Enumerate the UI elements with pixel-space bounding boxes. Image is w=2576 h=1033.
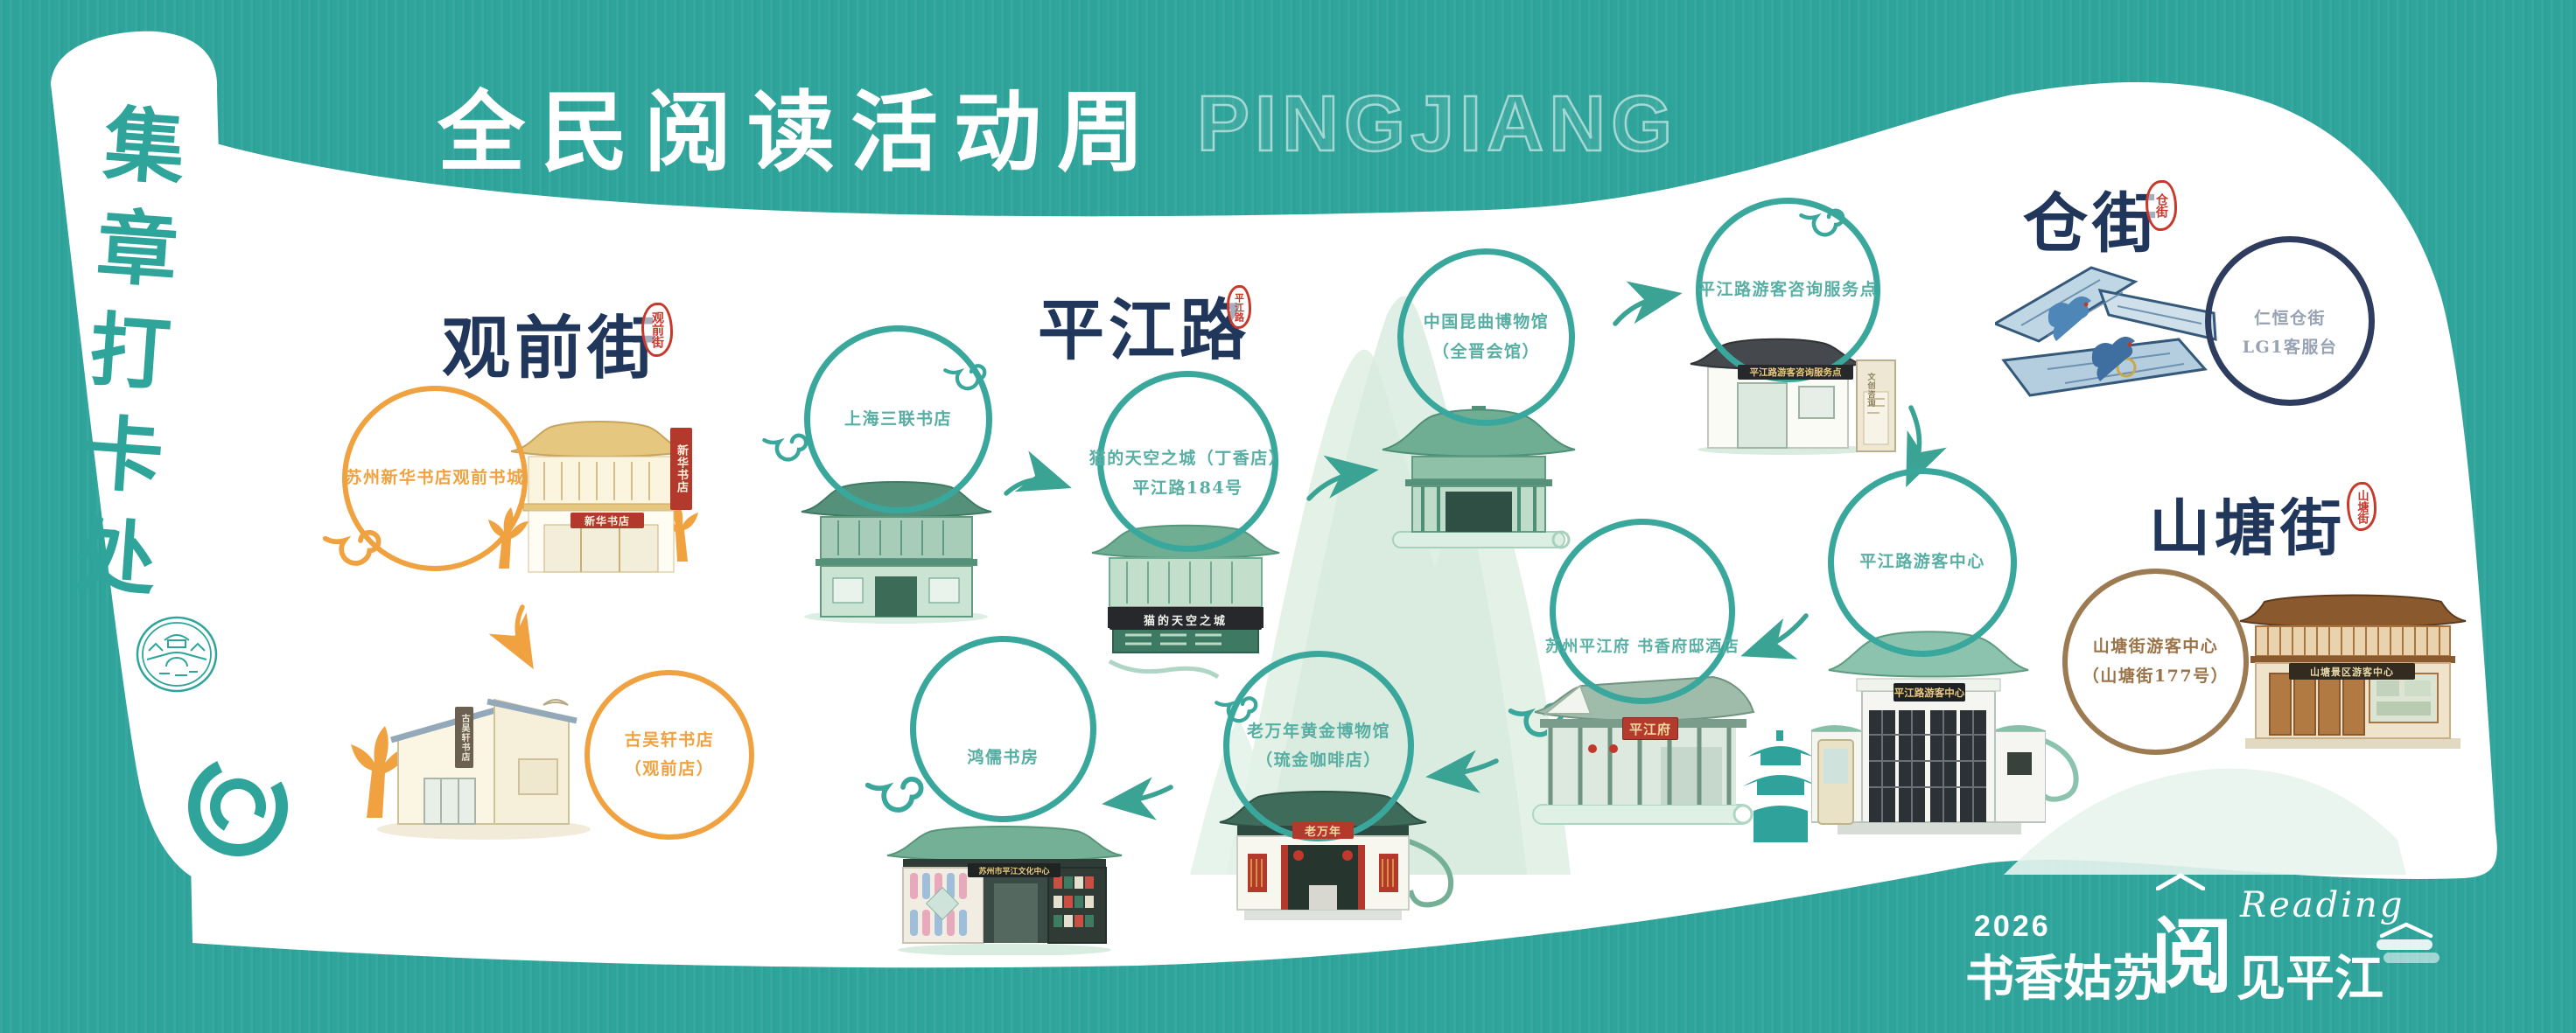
zixun-sign: 平江路游客咨询服务点 <box>1738 365 1853 380</box>
section-header-pingjianglu: 平江路 <box>1038 291 1250 369</box>
pingjiang-visitor-center-illustration <box>1811 631 2046 834</box>
xinhua-bookstore-illustration <box>510 421 690 573</box>
stop-label-line: 中国昆曲博物馆 <box>1423 312 1550 332</box>
stop-zixun: 平江路游客咨询服务点 <box>1696 198 1880 382</box>
seal-shantangjie: 山塘街 <box>2347 482 2376 531</box>
renheng-cangjie-illustration <box>1995 266 2217 397</box>
stop-label-line: 平江路游客中心 <box>1859 552 1985 572</box>
books-under-roof-icon <box>2373 922 2443 972</box>
stop-label-line: （琉金咖啡店） <box>1256 750 1382 770</box>
shantang-visitor-center-illustration <box>2239 594 2467 749</box>
pagoda-silhouette-icon <box>1740 730 1822 842</box>
xinhua-storefront-sign: 新华书店 <box>570 513 644 528</box>
maokong-sign: 猫的天空之城 <box>1110 610 1262 630</box>
guwuxuan-bookstore-illustration <box>377 698 591 840</box>
shantang-sign: 山塘景区游客中心 <box>2289 663 2415 680</box>
arrow-xinhua-guwuxuan <box>488 604 534 670</box>
bridge-pavilion-seal-icon <box>136 616 218 693</box>
arrow-kunqu-zixun <box>1613 281 1683 326</box>
footer-title-accent: 阅 <box>2151 909 2234 1005</box>
stop-laowannian: 老万年黄金博物馆 （琉金咖啡店） <box>1223 651 1414 841</box>
footer-script-word: Reading <box>2240 885 2405 925</box>
wenhua-center-sign: 苏州市平江文化中心 <box>968 863 1060 877</box>
seal-pingjianglu: 平江路 <box>1227 285 1251 329</box>
arrow-laowannian-hongru <box>1102 777 1173 820</box>
stop-xinhua: 苏州新华书店观前书城 <box>342 386 528 571</box>
stop-label-line: 老万年黄金博物馆 <box>1246 721 1390 741</box>
stop-renheng: 仁恒仓街 LG1客服台 <box>2205 236 2375 406</box>
footer-title-prefix: 书香姑苏 <box>1965 950 2161 1008</box>
route-arrows <box>488 281 1948 820</box>
stop-label-line: LG1客服台 <box>2242 338 2338 357</box>
arrow-sanlian-maokong <box>1004 450 1072 496</box>
pingjiang-culture-center-illustration <box>886 826 1123 955</box>
stop-label-line: （山塘街177号） <box>2082 666 2230 686</box>
arrow-youke-shuxiang <box>1740 613 1809 660</box>
stop-label-line: 苏州平江府 书香府邸酒店 <box>1544 638 1740 657</box>
section-header-guanqianjie: 观前街 <box>442 309 661 388</box>
stop-label-line: （全晋会馆） <box>1432 341 1540 361</box>
scroll-curl <box>188 757 288 856</box>
stop-label-line: （观前店） <box>624 759 715 778</box>
kunqu-museum-illustration <box>1382 406 1576 549</box>
stop-youke: 平江路游客中心 <box>1828 468 2017 657</box>
footer-logo: 2026 书香姑苏 阅 见平江 Reading <box>1960 873 2468 1015</box>
stop-label-line: 仁恒仓街 <box>2253 308 2326 328</box>
seal-cangjie: 仓街 <box>2146 180 2177 231</box>
wave-swirls <box>1108 659 2079 908</box>
stop-hongru: 鸿儒书房 <box>910 636 1096 822</box>
section-header-shantangjie: 山塘街 <box>2149 492 2346 564</box>
stop-label-line: 古吴轩书店 <box>624 729 715 750</box>
footer-title-suffix: 见平江 <box>2236 950 2384 1008</box>
title-chinese: 全民阅读活动周 <box>438 80 1160 184</box>
guwuxuan-sign: 古吴轩书店 <box>455 707 473 768</box>
stop-maokong: 猫的天空之城（丁香店） 平江路184号 <box>1089 371 1285 552</box>
stop-label-line: 平江路184号 <box>1132 478 1243 498</box>
stop-sanlian: 上海三联书店 <box>804 325 992 513</box>
stop-shuxiang: 苏州平江府 书香府邸酒店 <box>1545 519 1739 704</box>
stop-label-line: 苏州新华书店观前书城 <box>345 468 525 488</box>
arrow-zixun-youke <box>1906 405 1948 488</box>
xinhua-vertical-sign: 新华书店 <box>670 428 692 510</box>
pingjiangfu-sign: 平江府 <box>1622 717 1678 740</box>
seal-guanqianjie: 观前街 <box>641 303 673 357</box>
arrow-shuxiang-laowannian <box>1425 750 1499 793</box>
roof-accent-icon <box>2155 873 2206 895</box>
maozhikong-bookstore-illustration <box>1091 524 1280 653</box>
stop-label-line: 上海三联书店 <box>844 408 952 429</box>
stop-label-line: 平江路游客咨询服务点 <box>1698 279 1879 299</box>
stop-kunqu: 中国昆曲博物馆 （全晋会馆） <box>1397 248 1575 426</box>
zixun-board-sign: 文创咨询 <box>1866 373 1875 408</box>
footer-year: 2026 <box>1974 910 2051 943</box>
arrow-maokong-kunqu <box>1306 455 1379 501</box>
stop-label-line: 猫的天空之城（丁香店） <box>1088 449 1287 469</box>
stop-label-line: 鸿儒书房 <box>967 747 1040 767</box>
youke-sign: 平江路游客中心 <box>1894 683 1965 701</box>
laowannian-sign: 老万年 <box>1292 821 1354 839</box>
stop-shantang: 山塘街游客中心 （山塘街177号） <box>2062 569 2249 755</box>
stop-guwuxuan: 古吴轩书店 （观前店） <box>584 670 754 840</box>
stop-label-line: 山塘街游客中心 <box>2092 637 2219 657</box>
scroll-roll <box>51 31 291 886</box>
title-english: PINGJIANG <box>1196 80 1678 170</box>
page-title: 全民阅读活动周 PINGJIANG <box>438 61 1677 188</box>
section-header-cangjie: 仓街 <box>2023 186 2161 262</box>
